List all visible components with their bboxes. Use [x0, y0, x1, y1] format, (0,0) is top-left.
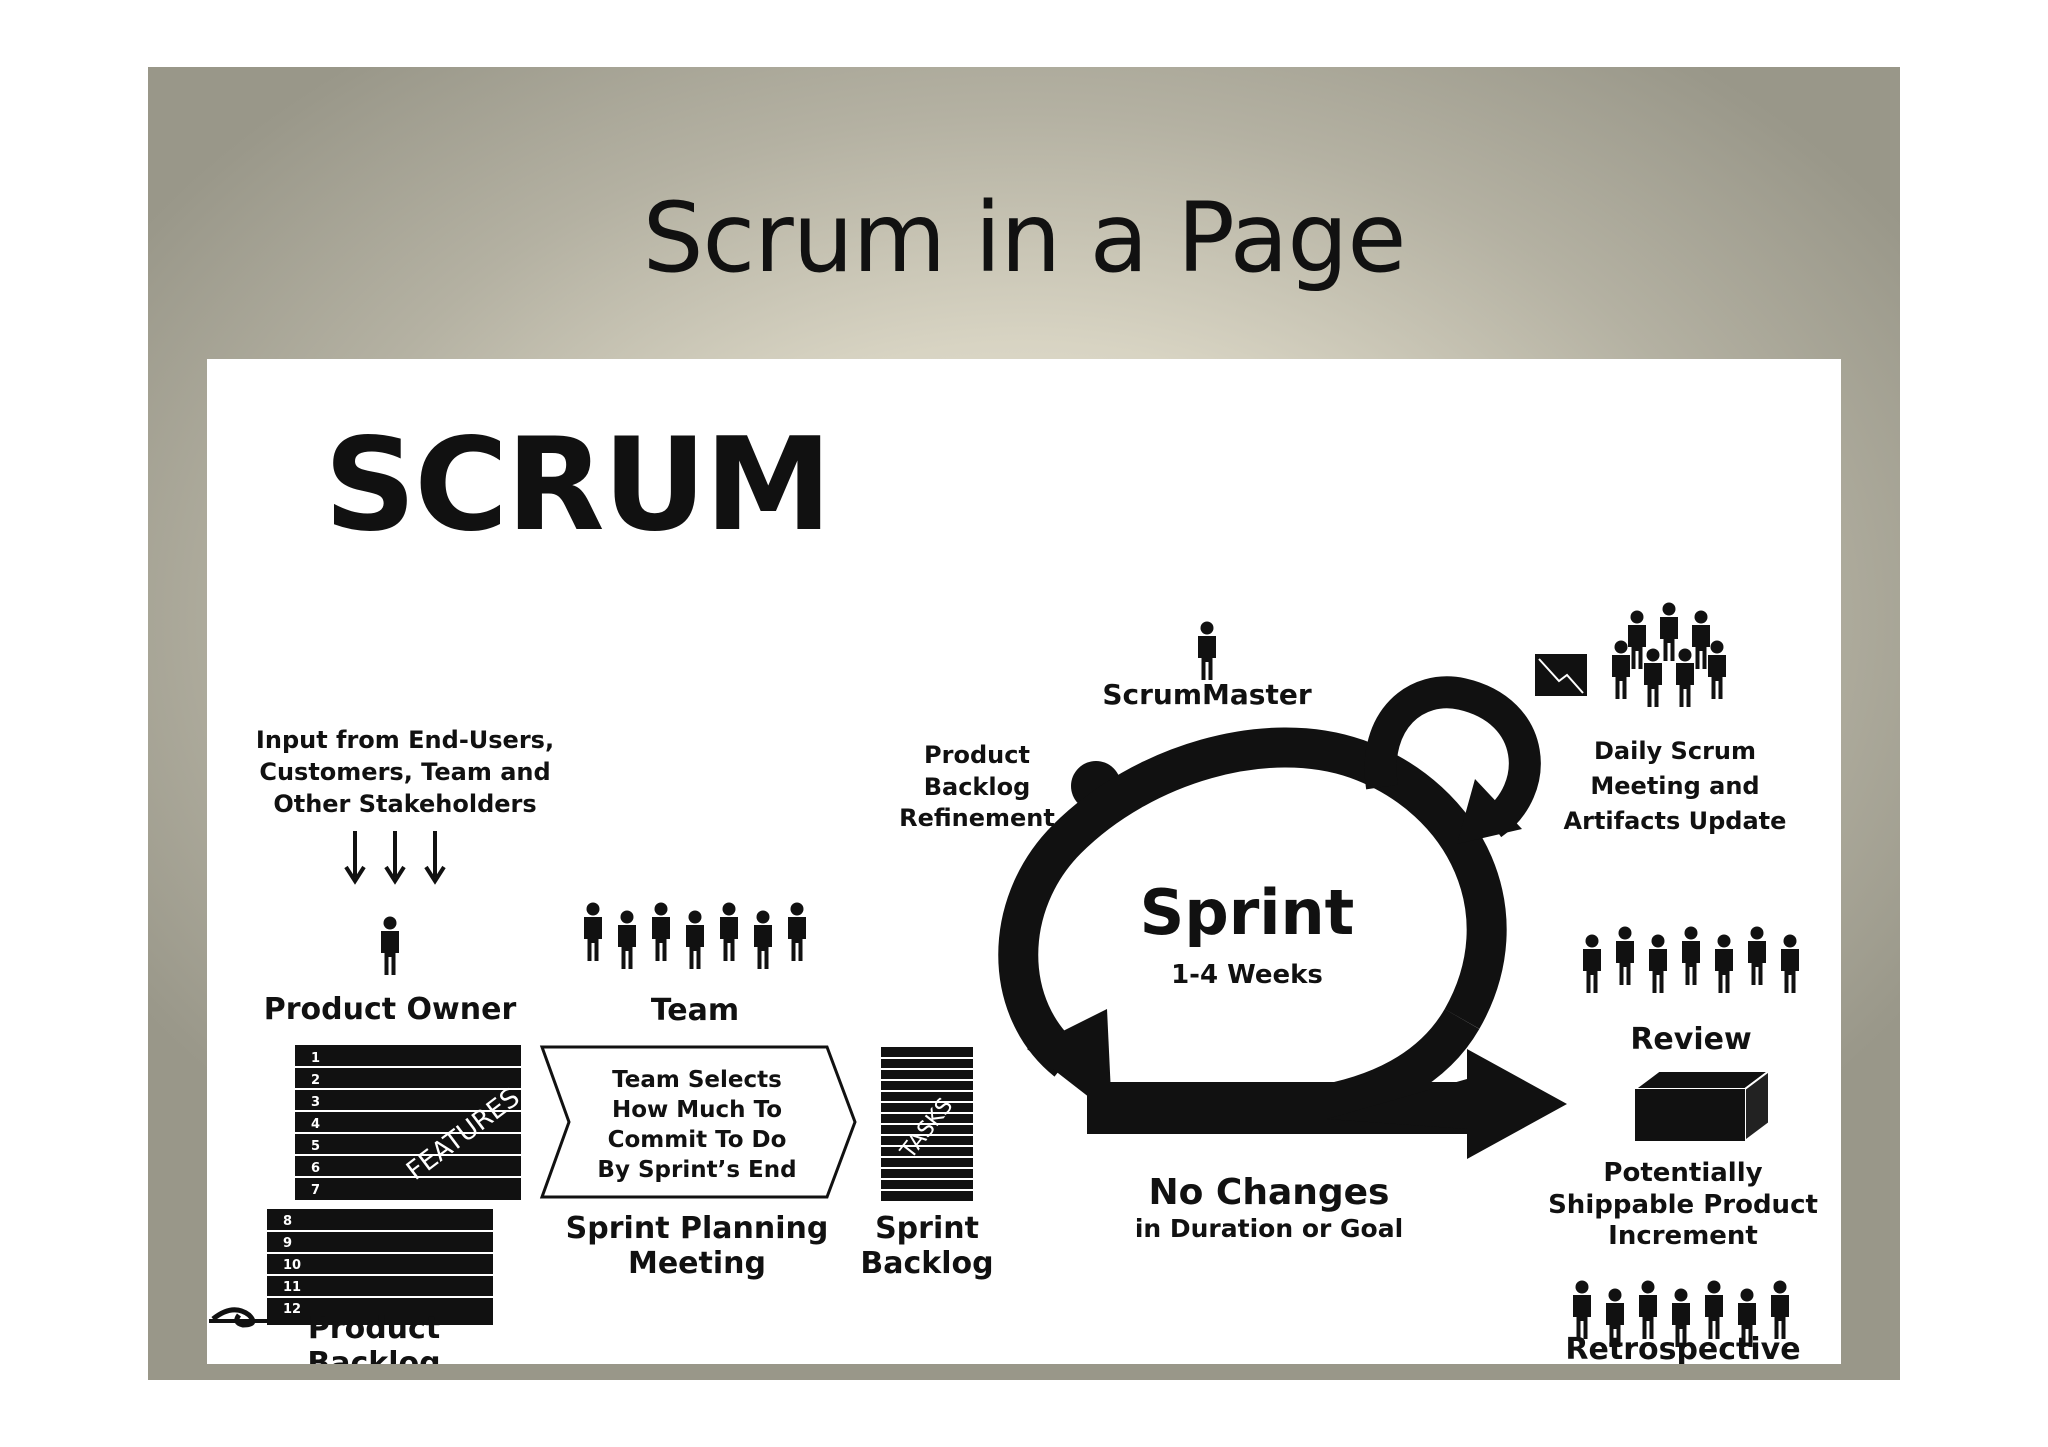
sprint-label: Sprint	[1140, 876, 1355, 949]
daily-scrum-team-icon	[1612, 602, 1726, 707]
backlog-item-10: 10	[283, 1258, 301, 1273]
stakeholder-input: Input from End-Users, Customers, Team an…	[256, 726, 554, 818]
product-owner-icon	[381, 916, 399, 975]
backlog-item-2: 2	[311, 1073, 320, 1088]
planning-line-1: Team Selects	[612, 1067, 782, 1093]
increment-box-icon	[1632, 1069, 1772, 1143]
scrum-diagram-panel: SCRUM Input from End-Users, Customers, T…	[207, 359, 1841, 1364]
review-label: Review	[1630, 1022, 1751, 1057]
sprint-backlog-label-2: Backlog	[860, 1246, 993, 1281]
team-icon	[584, 902, 806, 969]
product-backlog-label-2: Backlog	[307, 1346, 440, 1364]
sprint-duration: 1-4 Weeks	[1171, 960, 1323, 990]
product-backlog-stack: 1 2 3 4 5 6 7 FEATURES 8 9 10 11 12	[209, 1045, 525, 1328]
backlog-item-4: 4	[311, 1117, 320, 1132]
sprint-backlog-label-1: Sprint	[875, 1211, 979, 1246]
input-line-2: Customers, Team and	[259, 758, 550, 786]
sprint-planning-box	[539, 1045, 857, 1199]
increment-line-2: Shippable Product	[1548, 1190, 1818, 1220]
daily-scrum-line-1: Daily Scrum	[1594, 737, 1756, 765]
refinement-line-2: Backlog	[924, 773, 1031, 801]
sprint-backlog-stack: TASKS	[881, 1047, 973, 1201]
scrum-master-icon	[1198, 621, 1216, 680]
scrum-heading: SCRUM	[324, 411, 830, 560]
refinement-line-3: Refinement	[899, 804, 1055, 832]
backlog-item-8: 8	[283, 1214, 292, 1229]
no-changes-label: No Changes	[1149, 1172, 1390, 1213]
sprint-planning-label-2: Meeting	[628, 1246, 766, 1281]
planning-line-2: How Much To	[612, 1097, 782, 1123]
daily-scrum-line-2: Meeting and	[1590, 772, 1759, 800]
slide: Scrum in a Page SCRUM Input from End-Use…	[148, 67, 1900, 1380]
input-line-1: Input from End-Users,	[256, 726, 554, 754]
team-label: Team	[651, 993, 739, 1028]
increment-line-3: Increment	[1608, 1221, 1758, 1251]
backlog-item-9: 9	[283, 1236, 292, 1251]
refinement-line-1: Product	[924, 741, 1030, 769]
sprint-planning-label-1: Sprint Planning	[566, 1211, 829, 1246]
output-arrow	[1087, 1049, 1567, 1159]
backlog-item-6: 6	[311, 1161, 320, 1176]
product-backlog-label-1: Product	[308, 1311, 440, 1346]
daily-scrum-line-3: Artifacts Update	[1564, 807, 1787, 835]
scrum-diagram: SCRUM Input from End-Users, Customers, T…	[209, 411, 1818, 1364]
product-owner-label: Product Owner	[264, 992, 517, 1027]
scrum-master-label: ScrumMaster	[1102, 678, 1311, 711]
backlog-item-12: 12	[283, 1302, 301, 1317]
backlog-item-1: 1	[311, 1051, 320, 1066]
input-arrows	[344, 831, 446, 885]
backlog-item-11: 11	[283, 1280, 301, 1295]
artifacts-chart-icon	[1535, 654, 1587, 696]
planning-line-4: By Sprint’s End	[597, 1157, 796, 1183]
review-team-icon	[1583, 926, 1799, 993]
retrospective-label: Retrospective	[1565, 1332, 1800, 1364]
planning-line-3: Commit To Do	[608, 1127, 787, 1153]
increment-line-1: Potentially	[1603, 1158, 1762, 1188]
backlog-item-5: 5	[311, 1139, 320, 1154]
input-line-3: Other Stakeholders	[273, 790, 536, 818]
slide-title: Scrum in a Page	[642, 182, 1407, 294]
backlog-item-3: 3	[311, 1095, 320, 1110]
no-changes-sub: in Duration or Goal	[1135, 1214, 1403, 1243]
backlog-item-7: 7	[311, 1183, 320, 1198]
